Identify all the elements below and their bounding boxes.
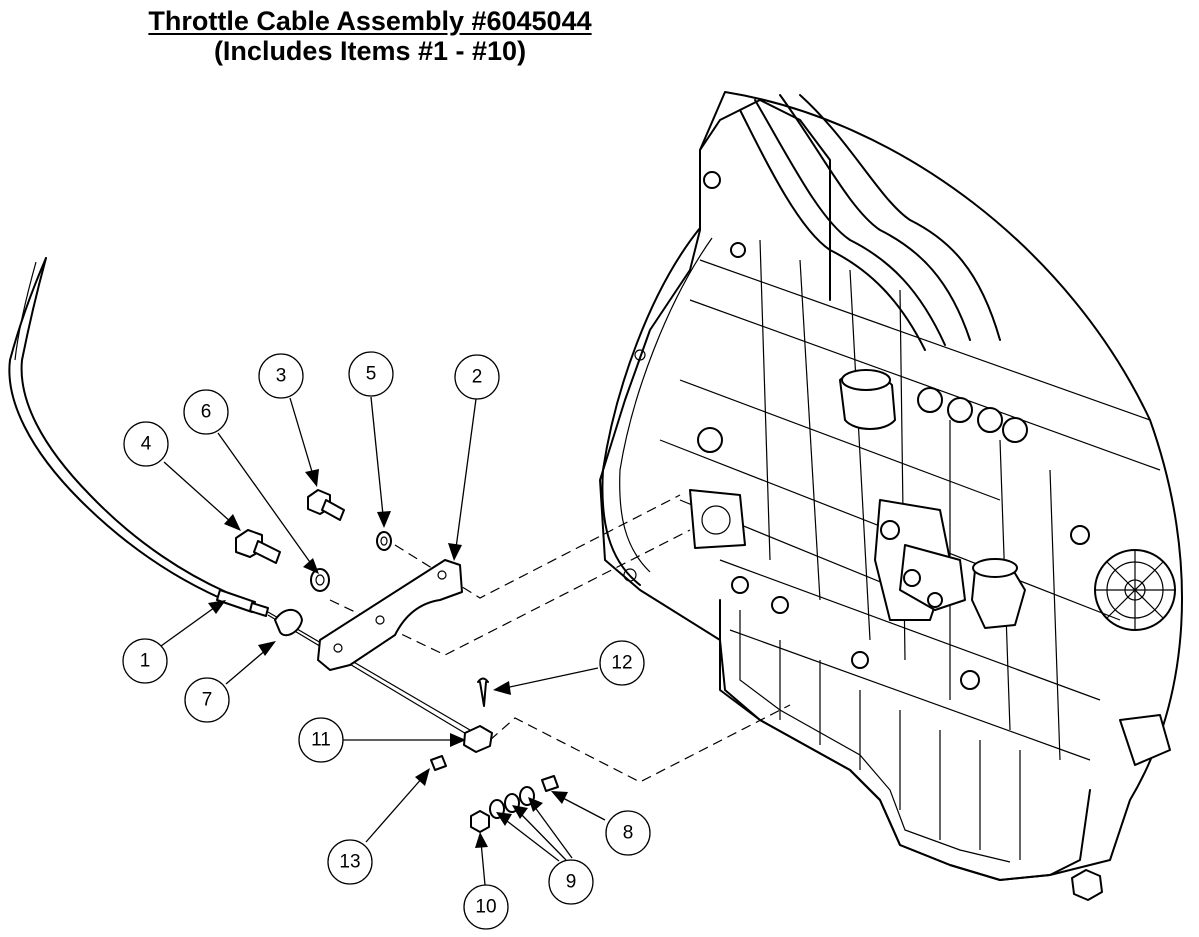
callout-label: 8 — [623, 823, 634, 844]
nut-item-10 — [470, 810, 490, 833]
callout-4: 4 — [123, 421, 169, 467]
screw-item-8 — [541, 775, 559, 792]
callout-bubble — [463, 884, 509, 930]
callout-bubble — [298, 717, 344, 763]
callout-label: 2 — [472, 367, 483, 388]
callout-label: 12 — [611, 653, 632, 674]
callout-bubble — [122, 638, 168, 684]
callout-label: 5 — [366, 364, 377, 385]
callout-bubble — [454, 354, 500, 400]
throttle-cable — [8, 257, 471, 736]
bracket-hole — [375, 615, 385, 625]
screw-item-13 — [430, 755, 447, 771]
bolt-item-4 — [235, 529, 281, 564]
callout-1: 1 — [122, 638, 168, 684]
callout-bubble — [183, 389, 229, 435]
callout-5: 5 — [348, 351, 394, 397]
callout-10: 10 — [463, 884, 509, 930]
callout-label: 9 — [566, 872, 577, 893]
callout-bubble — [605, 810, 651, 856]
assembly-leader-lines — [329, 494, 791, 783]
callout-label: 3 — [276, 366, 287, 387]
clip-item-7 — [274, 608, 303, 637]
mounting-bracket — [317, 559, 463, 671]
callout-label: 6 — [201, 402, 212, 423]
callout-bubble — [348, 351, 394, 397]
callout-label: 11 — [311, 730, 331, 751]
diagram-subtitle: (Includes Items #1 - #10) — [213, 36, 527, 66]
callout-2: 2 — [454, 354, 500, 400]
callout-label: 13 — [339, 852, 360, 873]
washer-item-6 — [310, 568, 330, 592]
swivel-item-11 — [463, 725, 493, 753]
callout-3: 3 — [258, 353, 304, 399]
callout-bubble — [258, 353, 304, 399]
callout-7: 7 — [184, 677, 230, 723]
bracket-hole — [333, 643, 343, 653]
callout-6: 6 — [183, 389, 229, 435]
callout-bubble — [548, 859, 594, 905]
cotter-pin-item-12 — [477, 677, 489, 707]
washers-item-9 — [489, 786, 535, 819]
callout-11: 11 — [298, 717, 344, 763]
engine-illustration — [599, 91, 1184, 901]
callout-leaders — [160, 396, 606, 886]
callout-label: 7 — [202, 690, 213, 711]
bracket-hole — [437, 570, 447, 580]
callout-9: 9 — [548, 859, 594, 905]
callout-label: 10 — [475, 897, 496, 918]
callout-bubble — [184, 677, 230, 723]
callout-12: 12 — [599, 640, 645, 686]
callout-label: 1 — [140, 651, 151, 672]
callout-bubble — [599, 640, 645, 686]
bolt-item-3 — [307, 489, 345, 521]
washer-item-5 — [376, 531, 392, 551]
callout-8: 8 — [605, 810, 651, 856]
callout-13: 13 — [327, 839, 373, 885]
callout-bubble — [327, 839, 373, 885]
callout-bubble — [123, 421, 169, 467]
callout-label: 4 — [141, 434, 152, 455]
diagram-title: Throttle Cable Assembly #6045044 — [148, 6, 592, 36]
